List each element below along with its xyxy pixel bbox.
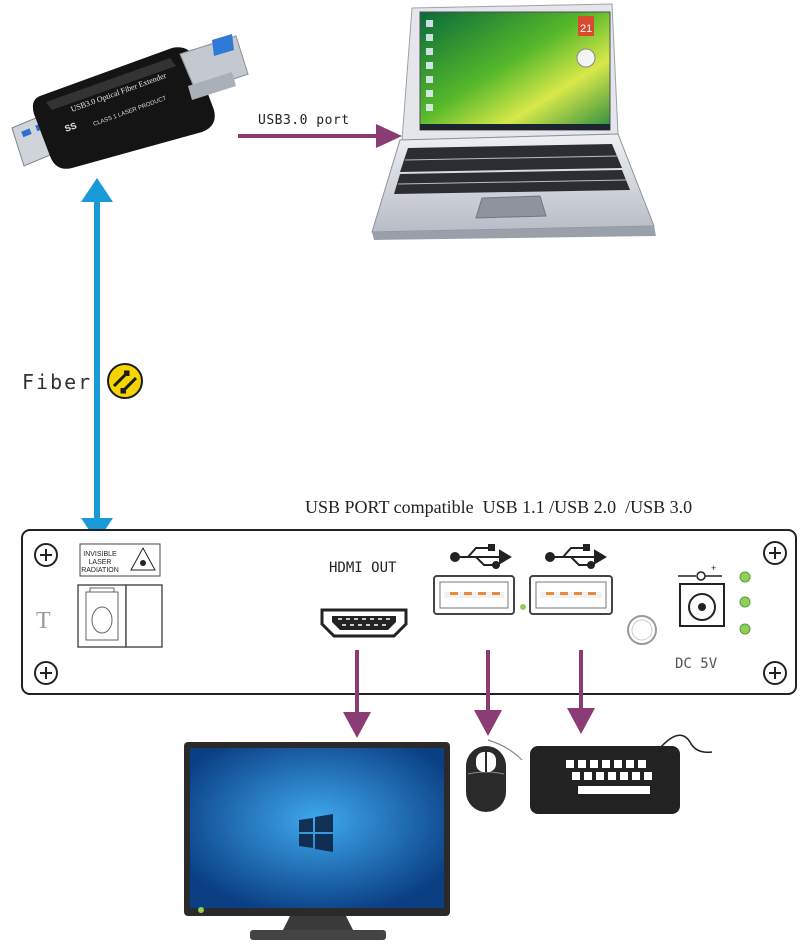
sfp-fiber-port — [77, 584, 163, 648]
clock-gadget — [576, 48, 596, 68]
screw-icon — [763, 661, 787, 685]
port-letter: T — [36, 608, 51, 634]
usb-icon — [450, 544, 512, 569]
fiber-label: Fiber — [22, 370, 92, 394]
monitor — [184, 742, 450, 940]
screw-icon — [763, 541, 787, 565]
laser-warning-line2: LASER — [89, 559, 112, 566]
hdmi-port-icon — [320, 608, 408, 638]
usb-compat-label: USB PORT compatible USB 1.1 /USB 2.0 /US… — [305, 497, 692, 517]
mouse — [466, 739, 523, 812]
screw-icon — [34, 543, 58, 567]
dc-jack-icon: + — [678, 563, 725, 627]
hdmi-to-monitor-arrow — [343, 650, 371, 738]
screw-icon — [34, 661, 58, 685]
usb-led — [520, 604, 526, 610]
keyboard — [530, 734, 713, 814]
windows-logo-icon — [299, 814, 333, 852]
laptop: 21 — [371, 3, 656, 240]
laser-warning-label: INVISIBLE LASER RADIATION — [79, 543, 161, 577]
status-led-2 — [739, 596, 751, 608]
fiber-extender-dongle: USB3.0 Optical Fiber Extender SS CLASS 1… — [11, 34, 249, 169]
laser-warning-line3: RADIATION — [81, 567, 119, 574]
desktop-icons — [426, 20, 433, 111]
usb-icon — [545, 544, 607, 569]
fiber-swap-icon — [107, 363, 143, 399]
fiber-link-arrow — [81, 178, 113, 542]
usb-to-mouse-arrow — [474, 650, 502, 736]
hdmi-label: HDMI OUT — [329, 560, 397, 576]
touchpad — [475, 195, 547, 219]
laser-warning-icon — [130, 546, 156, 571]
usb-port-label: USB3.0 port — [258, 113, 350, 128]
calendar-gadget — [578, 16, 594, 36]
laser-warning-line1: INVISIBLE — [83, 551, 117, 558]
usb-port-1 — [433, 575, 515, 615]
status-led-1 — [739, 571, 751, 583]
dongle-logo: SS — [63, 120, 78, 134]
svg-text:+: + — [711, 563, 716, 573]
usb-to-keyboard-arrow — [567, 650, 595, 734]
device-front-panel: INVISIBLE LASER RADIATION T HDMI OUT — [21, 529, 797, 695]
dc-label: DC 5V — [675, 656, 718, 672]
calendar-day: 21 — [580, 23, 592, 35]
taskbar — [420, 124, 610, 130]
status-led-3 — [739, 623, 751, 635]
usb-port-2 — [529, 575, 613, 615]
